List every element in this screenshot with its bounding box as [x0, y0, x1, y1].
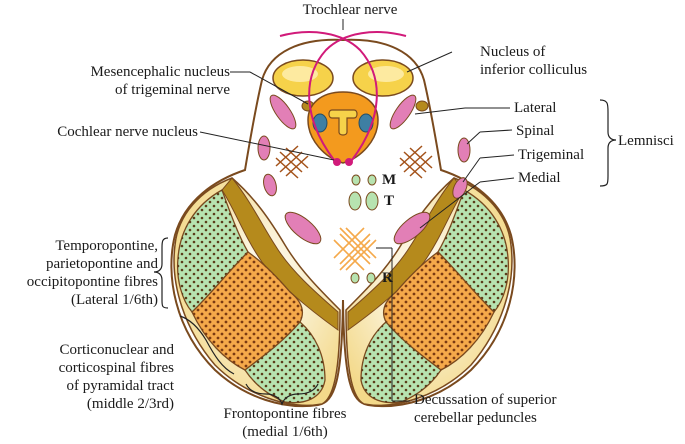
right-frontopontine-dots	[361, 322, 441, 403]
label-frontopontine-2: (medial 1/6th)	[242, 424, 328, 440]
label-trochlear-nerve: Trochlear nerve	[302, 2, 398, 18]
left-lateral-lemniscus	[269, 94, 297, 130]
temporopontine-brace	[153, 237, 169, 309]
left-lateral-dots	[177, 190, 248, 312]
label-corticonuclear-4: (middle 2/3rd)	[86, 396, 174, 412]
t-nucleus-left	[348, 191, 362, 211]
t-nucleus-right	[365, 191, 379, 211]
right-lateral-dots	[438, 190, 509, 312]
lemnisci-brace	[599, 99, 617, 187]
left-trigeminal-lemniscus	[263, 173, 277, 197]
label-colliculus-2: inferior colliculus	[480, 62, 588, 78]
spinal-leader-a	[479, 129, 513, 133]
medial-leader-a	[479, 177, 515, 183]
cochlear-leader	[199, 131, 335, 161]
left-frontopontine-dots	[245, 322, 325, 403]
label-temporopontine-1: Temporopontine,	[55, 238, 158, 254]
left-trochlear-dot	[333, 158, 341, 166]
left-spinal-lemniscus	[257, 135, 271, 161]
label-r: R	[382, 270, 393, 286]
label-corticonuclear-3: of pyramidal tract	[66, 378, 174, 394]
label-frontopontine-1: Frontopontine fibres	[223, 406, 347, 422]
label-spinal: Spinal	[516, 123, 555, 139]
label-mesencephalic-2: of trigeminal nerve	[115, 82, 230, 98]
right-lateral-lemniscus	[389, 94, 417, 130]
right-spinal-lemniscus	[457, 137, 471, 163]
frontopontine-brace	[245, 383, 319, 406]
label-decussation-2: cerebellar peduncles	[414, 410, 537, 426]
medial-leader-b	[419, 181, 481, 229]
left-colliculus-highlight	[282, 66, 318, 82]
r-nucleus-right	[366, 272, 376, 284]
label-mesencephalic-1: Mesencephalic nucleus	[90, 64, 230, 80]
right-trochlear-dot	[345, 158, 353, 166]
leader-lines	[199, 19, 515, 402]
label-corticonuclear-1: Corticonuclear and	[59, 342, 174, 358]
spinal-leader-b	[466, 131, 481, 145]
label-m: M	[382, 172, 397, 188]
label-cochlear-nucleus: Cochlear nerve nucleus	[57, 124, 198, 140]
right-reticular-hatch	[399, 145, 433, 179]
m-nucleus-left	[351, 174, 361, 186]
lateral-leader-b	[414, 107, 466, 115]
left-medial-lemniscus	[284, 211, 322, 245]
right-medial-lemniscus	[393, 211, 431, 245]
left-olive-band	[221, 177, 339, 331]
trochlear-nerve-loop	[279, 31, 407, 161]
cerebral-aqueduct	[328, 109, 358, 136]
label-decussation-1: Decussation of superior	[414, 392, 557, 408]
colliculus-leader	[406, 51, 453, 73]
right-colliculus-highlight	[368, 66, 404, 82]
right-pyramidal-dots	[383, 252, 494, 370]
left-blue-nucleus	[312, 113, 328, 133]
trigeminal-leader-a	[479, 154, 515, 159]
label-colliculus-1: Nucleus of	[480, 44, 546, 60]
corticonuclear-brace	[179, 315, 235, 375]
m-nucleus-right	[367, 174, 377, 186]
label-t: T	[384, 193, 395, 209]
left-pyramidal-dots	[192, 252, 303, 370]
trigeminal-leader-b	[462, 157, 481, 183]
mesencephalic-leader-b	[249, 71, 309, 105]
label-trigeminal: Trigeminal	[518, 147, 585, 163]
left-reticular-hatch	[275, 145, 309, 179]
right-mesencephalic-nucleus	[415, 100, 429, 112]
right-trigeminal-lemniscus	[452, 177, 468, 199]
right-blue-nucleus	[358, 113, 374, 133]
label-temporopontine-4: (Lateral 1/6th)	[70, 292, 158, 308]
r-nucleus-left	[350, 272, 360, 284]
decussation-hatch	[333, 227, 377, 271]
label-lateral: Lateral	[514, 100, 557, 116]
label-corticonuclear-2: corticospinal fibres	[58, 360, 174, 376]
label-temporopontine-2: parietopontine and	[45, 256, 158, 272]
label-temporopontine-3: occipitopontine fibres	[26, 274, 158, 290]
label-lemnisci: Lemnisci	[618, 133, 674, 149]
label-medial: Medial	[518, 170, 561, 186]
